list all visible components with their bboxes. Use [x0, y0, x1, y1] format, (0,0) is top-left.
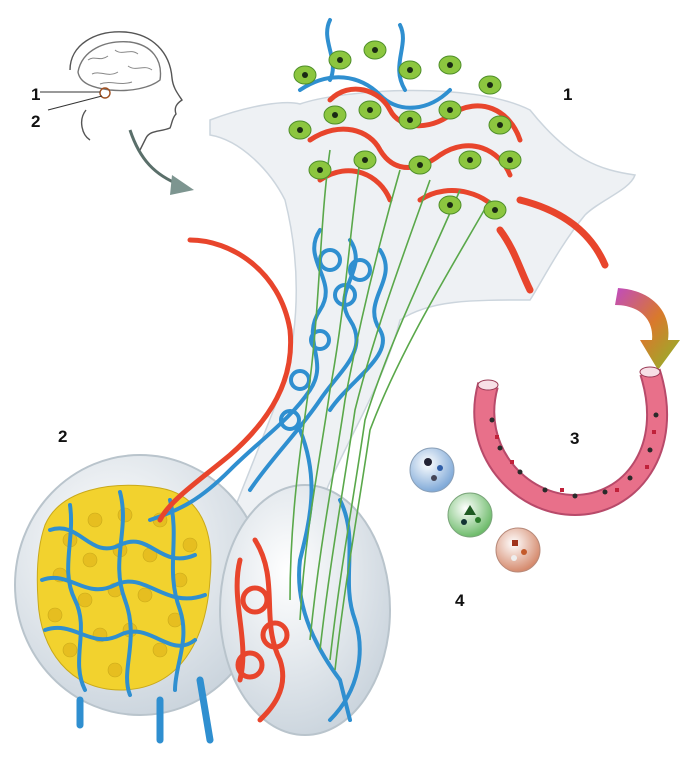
portal-veins [148, 18, 452, 722]
capillary-network-anterior [40, 490, 214, 744]
label-hormones: 4 [455, 591, 465, 610]
hormone-cell-blue [409, 447, 455, 493]
hormone-cell-red [495, 527, 541, 573]
label-pituitary: 2 [58, 427, 68, 446]
vessel-cross-section [473, 366, 669, 517]
nerve-fibers [289, 149, 491, 671]
hormone-cells [409, 447, 541, 573]
label-vessel: 3 [570, 429, 580, 448]
label-head-2: 2 [31, 112, 41, 131]
hypothalamus-tissue [209, 89, 636, 521]
curved-arrow-icon [128, 129, 194, 195]
label-hypothalamus: 1 [563, 85, 573, 104]
gradient-curved-arrow-icon [615, 288, 680, 370]
label-head-1: 1 [31, 85, 41, 104]
head-profile-icon [40, 31, 183, 151]
